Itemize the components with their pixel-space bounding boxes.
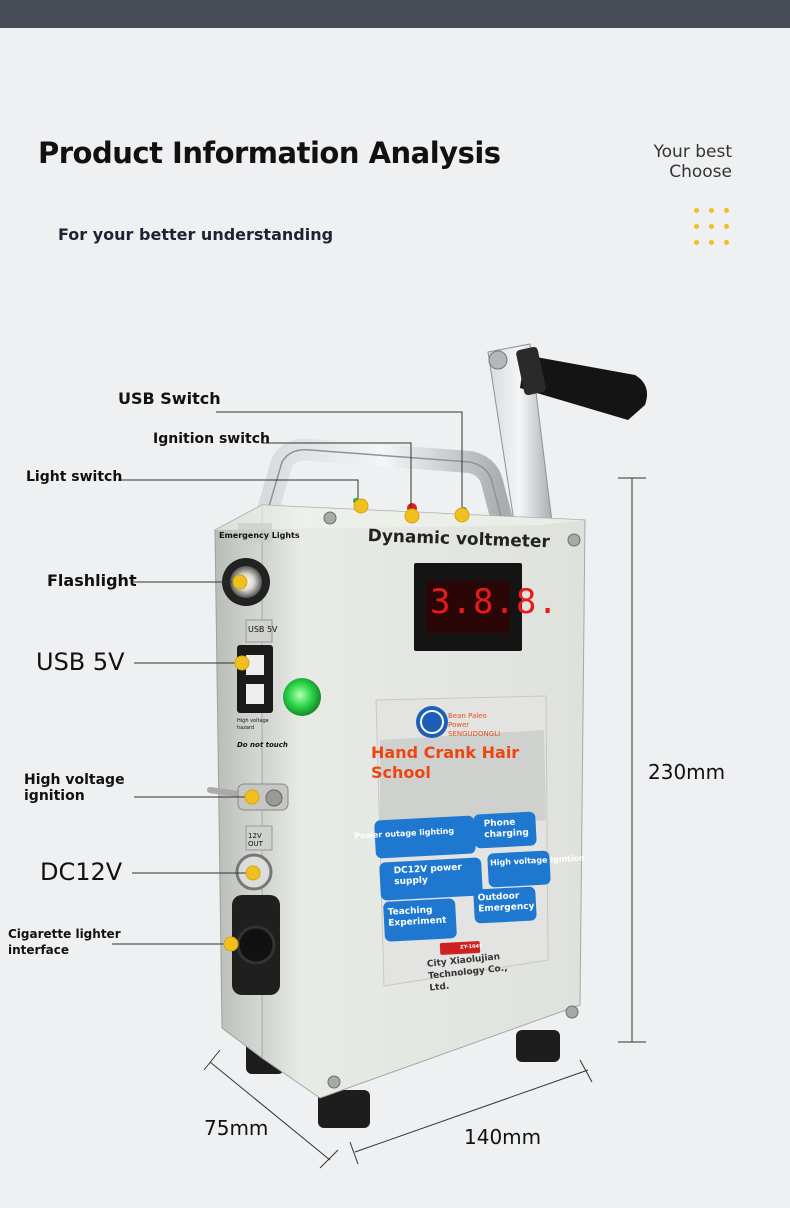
label-cigarette-lighter: Cigarette lighter interface	[8, 927, 121, 957]
slogan: Your best Choose	[654, 142, 732, 182]
label-ignition-switch: Ignition switch	[153, 431, 270, 447]
page-title: Product Information Analysis	[38, 136, 501, 170]
label-usb-5v: USB 5V	[36, 648, 125, 676]
device-emergency-lights: Emergency Lights	[219, 531, 300, 540]
label-high-voltage-ignition: High voltage ignition	[24, 772, 125, 804]
device-brand-line2: Power	[448, 721, 470, 729]
device-brand-line3: SENGUDONGLI	[448, 730, 501, 738]
feature-outdoor-emergency: Outdoor Emergency	[477, 891, 535, 915]
dimension-width: 140mm	[464, 1125, 542, 1149]
device-hv-hazard: High voltage hazard	[237, 718, 269, 731]
device-badge: ZY-1045	[459, 943, 483, 951]
label-usb-switch: USB Switch	[118, 389, 221, 408]
voltmeter-display: 3.8.8.	[430, 582, 559, 622]
feature-dc12v-power-supply: DC12V power supply	[393, 862, 463, 888]
dimension-height: 230mm	[648, 760, 726, 784]
label-flashlight: Flashlight	[47, 571, 137, 590]
device-usb-tag: USB 5V	[248, 625, 278, 634]
device-out-tag: 12V OUT	[248, 832, 263, 848]
feature-phone-charging: Phone charging	[483, 817, 530, 841]
slogan-line-1: Your best	[653, 142, 732, 162]
sticker-title: Hand Crank Hair School	[371, 743, 520, 782]
dimension-depth: 75mm	[204, 1116, 269, 1140]
page-subtitle: For your better understanding	[58, 225, 334, 244]
device-do-not-touch: Do not touch	[237, 741, 288, 749]
slogan-line-2: Choose	[669, 162, 732, 182]
top-bar	[0, 0, 790, 28]
label-light-switch: Light switch	[26, 469, 123, 485]
dots-decoration-icon	[694, 208, 730, 248]
label-dc12v: DC12V	[40, 858, 123, 886]
feature-teaching-experiment: Teaching Experiment	[387, 905, 447, 929]
device-brand-line1: Bean Paleo	[448, 712, 487, 720]
